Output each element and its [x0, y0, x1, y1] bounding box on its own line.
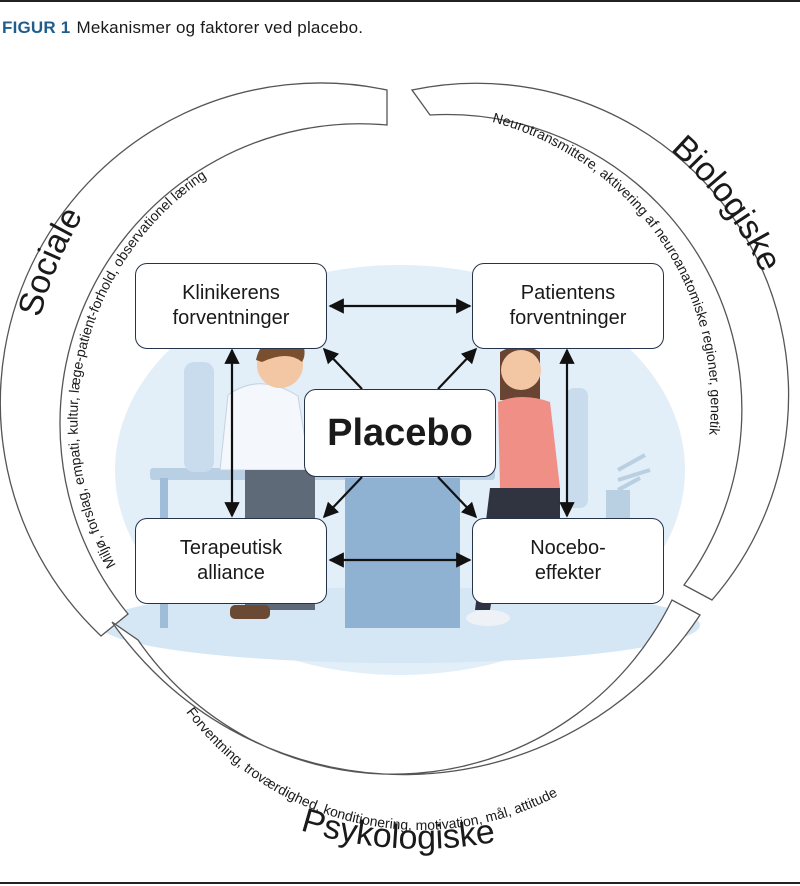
social-arc-band — [0, 82, 388, 637]
nocebo-line1: Nocebo- — [530, 537, 606, 559]
desk-cabinet — [345, 478, 460, 628]
top-rule — [0, 0, 800, 2]
figure-caption-text: Mekanismer og faktorer ved placebo. — [76, 18, 364, 37]
patient-line2: forventninger — [509, 307, 627, 329]
clinician-line2: forventninger — [172, 307, 290, 329]
psychological-arc-band — [111, 599, 701, 776]
bottom-rule — [0, 882, 800, 884]
alliance-line2: alliance — [197, 562, 265, 584]
psychological-detail: Forventning, troværdighed, konditionerin… — [184, 704, 560, 833]
arrows — [224, 298, 575, 568]
placebo-center-box: Placebo — [304, 389, 496, 477]
patient-line1: Patientens — [520, 282, 616, 304]
therapeutic-alliance-box: Terapeutisk alliance — [135, 518, 327, 604]
arrow-placebo-patient — [437, 347, 478, 390]
nocebo-effects-box: Nocebo-effekter — [472, 518, 664, 604]
arrow-placebo-clinician — [322, 347, 363, 390]
arrow-placebo-nocebo — [437, 476, 478, 519]
outer-ring — [0, 82, 790, 776]
clinician-expectations-box: Klinikerens forventninger — [135, 263, 327, 349]
figure-caption: FIGUR 1 Mekanismer og faktorer ved placeb… — [2, 18, 363, 38]
alliance-line1: Terapeutisk — [179, 537, 283, 559]
clinician-line1: Klinikerens — [182, 282, 280, 304]
patient-expectations-box: Patientens forventninger — [472, 263, 664, 349]
arrow-placebo-alliance — [322, 476, 363, 519]
biological-arc-band — [410, 82, 790, 601]
psychological-title: Psykologiske — [298, 801, 498, 857]
placebo-label: Placebo — [327, 411, 473, 454]
figure-label: FIGUR 1 — [2, 18, 71, 37]
nocebo-line2: effekter — [534, 562, 602, 584]
